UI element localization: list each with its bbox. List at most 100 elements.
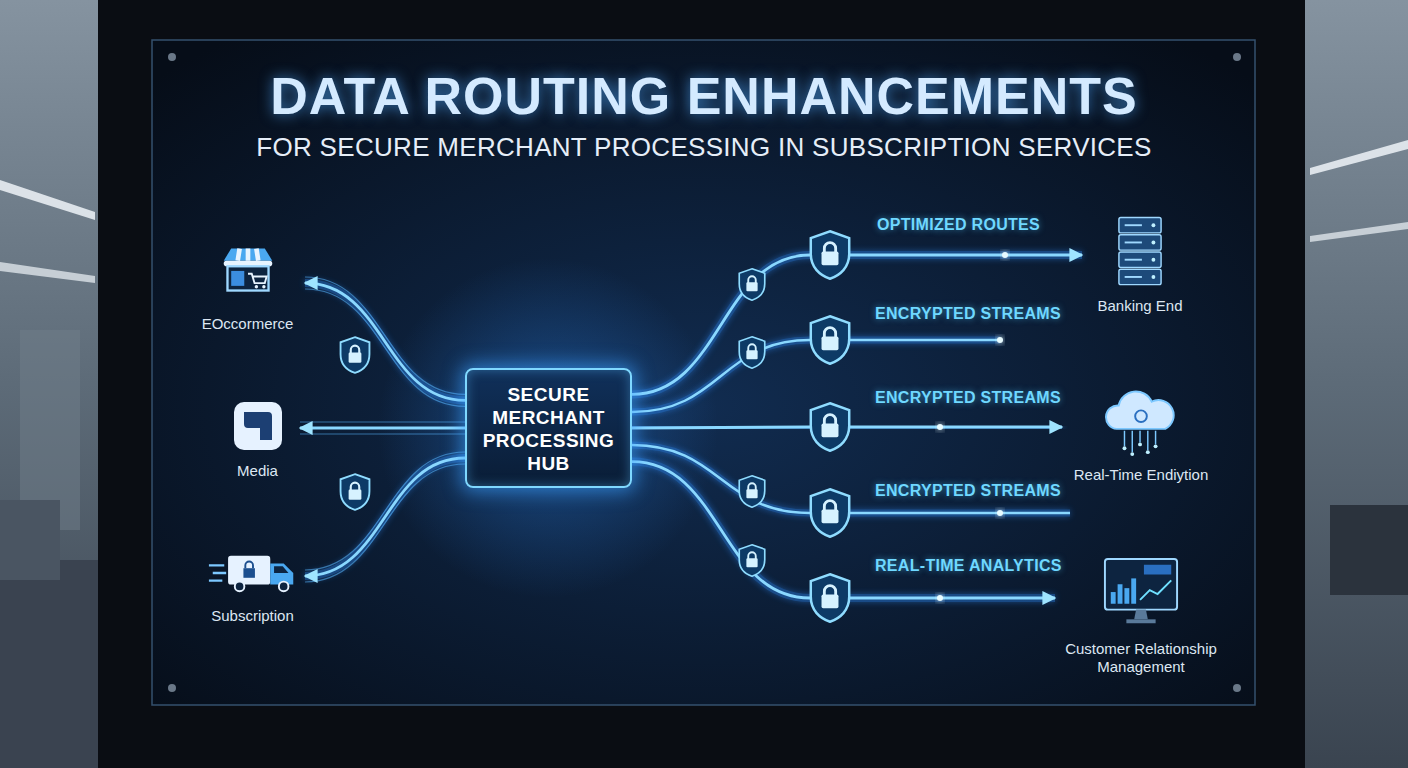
truck-icon-part — [274, 566, 288, 573]
panel-screw — [168, 684, 176, 692]
flow-connector — [305, 283, 465, 400]
cloud-icon-part — [1135, 410, 1147, 422]
store-icon-part — [231, 271, 244, 286]
monitor-icon-part — [1126, 619, 1155, 623]
signal-dot — [997, 510, 1003, 516]
store-icon-part — [262, 285, 265, 288]
server-icon-part — [1152, 275, 1156, 279]
monitor-icon-part — [1124, 588, 1129, 604]
office-left — [0, 0, 100, 768]
text-label: FOR SECURE MERCHANT PROCESSING IN SUBSCR… — [0, 132, 1408, 163]
server-icon-part — [1119, 252, 1161, 267]
flow-strand — [305, 289, 465, 406]
truck-icon-part — [208, 565, 225, 580]
edge-glow — [300, 424, 465, 432]
edge-label: REAL-TIME ANALYTICS — [875, 557, 1062, 575]
panel-screw — [1233, 684, 1241, 692]
store-icon-part — [254, 285, 257, 288]
office-desk — [0, 500, 60, 580]
office-desk — [1330, 505, 1408, 595]
server-icon-part — [1119, 235, 1161, 250]
server-icon-part — [1125, 241, 1142, 243]
monitor-icon-part — [1131, 578, 1136, 603]
cloud-icon-part — [1138, 442, 1142, 446]
truck-icon-part — [278, 582, 288, 592]
office-floor — [0, 560, 100, 768]
flow-strand — [300, 421, 465, 422]
node-text: Subscription — [200, 607, 305, 625]
server-icon-part — [1125, 259, 1142, 261]
media-node: Media — [215, 400, 300, 480]
truck-icon-part — [228, 556, 270, 585]
server-node: Banking End — [1082, 215, 1198, 315]
signal-dot — [937, 424, 943, 430]
ceiling-light — [1310, 140, 1408, 175]
cloud-icon-part — [1146, 450, 1150, 454]
hub-box: SECURE MERCHANT PROCESSING HUB — [465, 368, 632, 488]
node-text: Customer Relationship Management — [1055, 640, 1227, 676]
stream-lines — [632, 340, 1070, 513]
ceiling-light — [0, 262, 95, 283]
signal-dot — [937, 595, 943, 601]
lock-shield — [811, 574, 849, 621]
store-icon-part — [227, 266, 268, 290]
flow-strand — [305, 452, 465, 570]
server-icon-part — [1119, 218, 1161, 233]
lock-shield — [811, 231, 849, 278]
truck-icon-part — [245, 562, 253, 569]
lock-shield — [341, 337, 370, 373]
edge-glow — [305, 458, 465, 576]
server-icon-part — [1125, 276, 1142, 278]
store-icon-part — [237, 249, 258, 261]
server-icon-part — [1152, 223, 1156, 227]
store-icon — [220, 245, 276, 295]
cloud-icon-part — [1106, 391, 1174, 428]
diagram-title: DATA ROUTING ENHANCEMENTS — [0, 66, 1408, 126]
truck-icon-part — [234, 582, 244, 592]
cloud-icon-part — [1124, 431, 1155, 452]
store-icon-part — [223, 249, 272, 261]
monitor-icon-part — [1140, 580, 1171, 600]
panel-screw — [1233, 53, 1241, 61]
lock-shield — [739, 545, 765, 577]
flow-strand — [300, 433, 465, 434]
cloud-icon-part — [1154, 444, 1158, 448]
monitor-icon-part — [1144, 565, 1171, 575]
monitor-icon-part — [1111, 592, 1116, 604]
edge-glow — [632, 255, 1082, 394]
text-label: ENCRYPTED STREAMS — [875, 305, 1061, 323]
store-node: EOccormerce — [190, 245, 305, 333]
panel-screw — [168, 53, 176, 61]
media-icon-part — [244, 412, 272, 440]
truck-icon-part — [243, 568, 255, 578]
server-icon — [1117, 215, 1163, 291]
server-icon-part — [1125, 224, 1142, 226]
media-icon — [232, 400, 284, 452]
delivery-node: Subscription — [200, 550, 305, 625]
lock-shield — [811, 316, 849, 363]
flow-connector — [305, 458, 465, 576]
text-label: ENCRYPTED STREAMS — [875, 482, 1061, 500]
node-text: Banking End — [1082, 297, 1198, 315]
node-text: Media — [215, 462, 300, 480]
server-icon-part — [1152, 258, 1156, 262]
lock-shield — [811, 403, 849, 450]
signal-dot — [1002, 252, 1008, 258]
monitor-icon — [1100, 555, 1182, 633]
node-text: SECURE MERCHANT PROCESSING HUB — [479, 383, 618, 475]
edge-glow — [305, 283, 465, 400]
monitor-icon-part — [1134, 610, 1148, 620]
signal-dot — [997, 337, 1003, 343]
lock-shield — [739, 269, 765, 301]
cloud-node: Real-Time Endiytion — [1062, 390, 1220, 484]
store-icon-part — [248, 274, 267, 283]
flow-strand — [305, 277, 465, 394]
node-text: EOccormerce — [190, 315, 305, 333]
edge-layer — [300, 255, 1082, 598]
edge-label: ENCRYPTED STREAMS — [875, 389, 1061, 407]
media-icon-part — [234, 402, 282, 450]
flow-strand — [305, 464, 465, 582]
lock-shield — [739, 337, 765, 369]
cloud-icon-part — [1123, 446, 1127, 450]
